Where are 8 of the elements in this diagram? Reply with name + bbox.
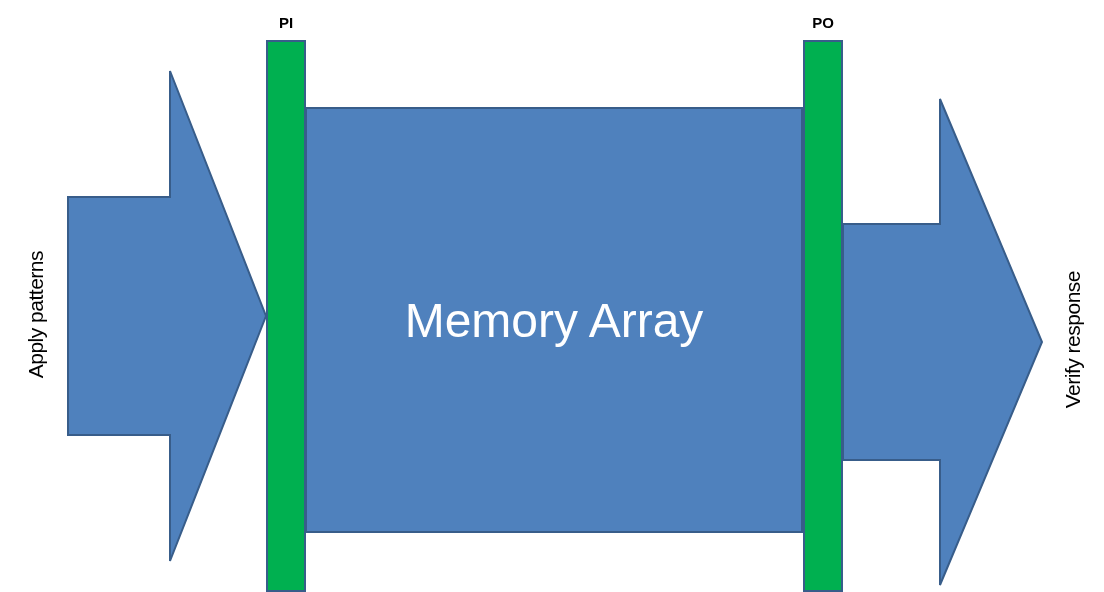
bar-label: PI [277,14,295,31]
memory-array-block [305,107,803,533]
side-label: Verify response [1061,271,1085,409]
side-label: Apply patterns [24,251,48,379]
bar-label: PO [811,14,835,31]
block-arrow [67,70,268,562]
block-title: Memory Array [404,292,704,348]
block-arrow [842,98,1044,586]
